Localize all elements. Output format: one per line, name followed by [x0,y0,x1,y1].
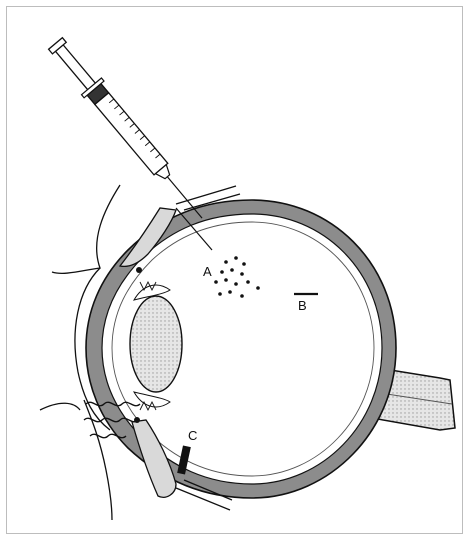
marker-dot-lower [134,417,140,423]
label-b: B [298,298,307,313]
label-c: C [188,428,197,443]
marker-dot-upper [136,267,142,273]
syringe-icon [46,35,212,226]
label-a: A [203,264,212,279]
